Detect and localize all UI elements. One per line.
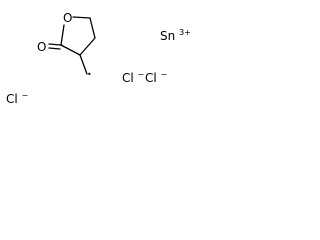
tin-ion-label: Sn 3+ xyxy=(160,28,190,43)
chloride-ion-middle: Cl − xyxy=(122,70,144,85)
tin-charge: 3+ xyxy=(179,28,190,37)
chloride-symbol: Cl xyxy=(122,71,134,85)
chloride-charge: − xyxy=(22,91,29,100)
chloride-symbol: Cl xyxy=(145,71,157,85)
bond-ch-alpha-to-ch2-radical xyxy=(79,54,88,75)
tin-symbol: Sn xyxy=(160,29,175,43)
radical-dot: • xyxy=(87,70,92,79)
bond-ring-o-to-ch2-top xyxy=(72,16,91,19)
ring-oxygen-label: O xyxy=(63,11,72,25)
chemical-structure-canvas: O O • Sn 3+ Cl − Cl − Cl − xyxy=(0,0,190,117)
bond-carbonyl-c-to-ring-o xyxy=(60,24,65,46)
bond-carbonyl-double-1 xyxy=(48,43,62,46)
chloride-ion-left: Cl − xyxy=(6,91,28,106)
structure-drawing: O O • Sn 3+ Cl − Cl − Cl − xyxy=(6,11,190,106)
chloride-symbol: Cl xyxy=(6,92,18,106)
bond-ch2-right-to-ch-alpha xyxy=(79,37,96,56)
carbonyl-oxygen-label: O xyxy=(37,40,46,54)
bond-carbonyl-double-2 xyxy=(48,47,61,50)
chloride-charge: − xyxy=(138,70,145,79)
bond-ch-alpha-to-carbonyl-c xyxy=(60,44,81,56)
bond-ch2-top-to-ch2-right xyxy=(89,17,96,39)
chloride-ion-right: Cl − xyxy=(145,70,167,85)
chloride-charge: − xyxy=(161,70,168,79)
